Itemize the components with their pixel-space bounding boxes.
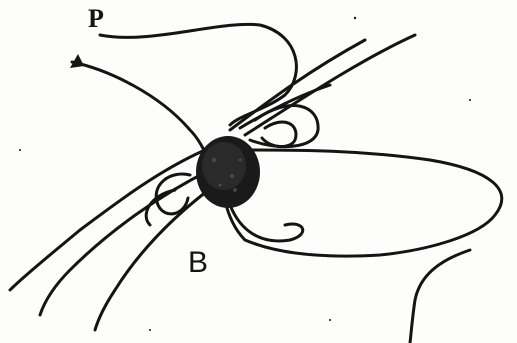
central-mass [196, 136, 260, 208]
tip-mark-label: P [88, 6, 104, 32]
filament-lower-right [410, 250, 470, 343]
filament-upper-left [72, 62, 208, 158]
figure-label: B [188, 248, 208, 278]
filament-upper-right-1 [230, 40, 365, 130]
filament-loop-inner [262, 122, 296, 147]
filament-top-loop [100, 24, 296, 125]
filament-lower-left-1 [10, 150, 205, 290]
